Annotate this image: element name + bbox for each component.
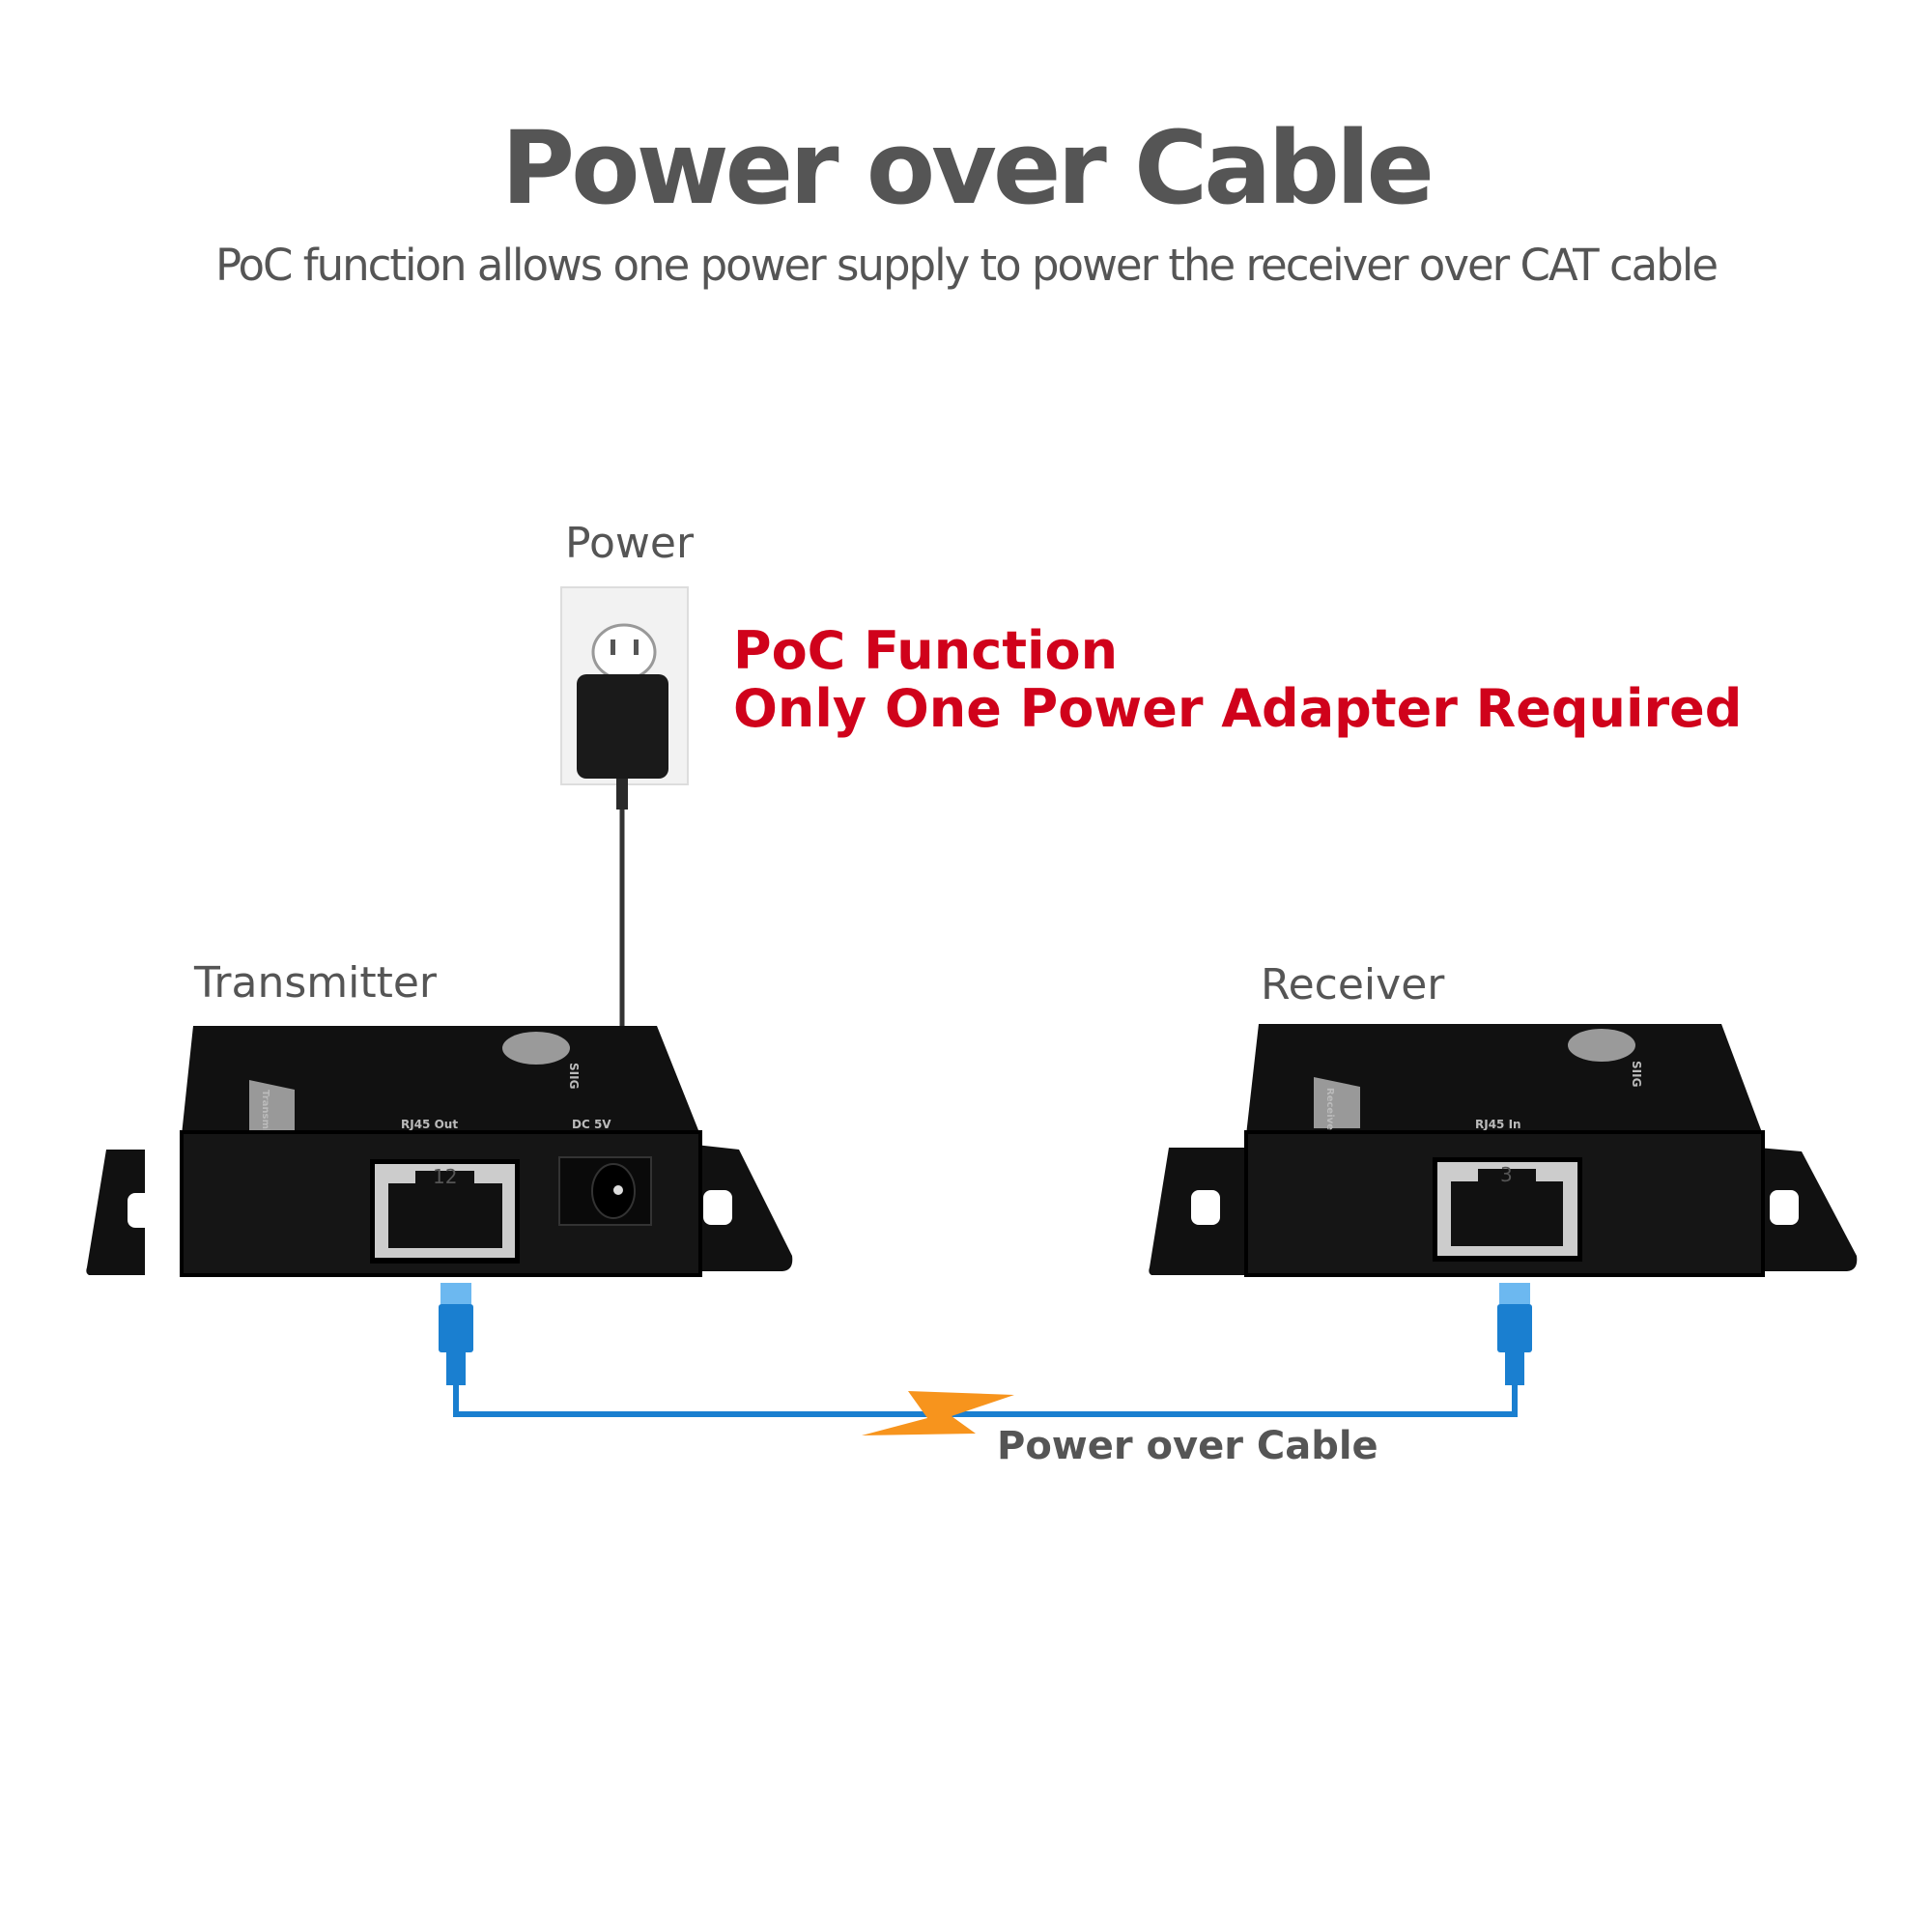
rj45-out-port: 12 <box>370 1159 520 1264</box>
transmitter-device: SIIG Transmitter RJ45 Out DC 5V 12 <box>86 1026 793 1277</box>
rj45-plug-icon-left <box>439 1283 473 1385</box>
power-label: Power <box>565 519 695 568</box>
receiver-label: Receiver <box>1261 960 1445 1009</box>
cat-cable <box>439 1283 1532 1417</box>
rj45-in-port: 3 <box>1433 1157 1582 1262</box>
receiver-brand-logo: SIIG <box>1630 1061 1643 1087</box>
poc-callout-line2: Only One Power Adapter Required <box>733 678 1742 739</box>
receiver-side-tag: Receiver <box>1324 1088 1335 1135</box>
receiver-device: SIIG Receiver RJ45 In 3 <box>1149 1024 1858 1277</box>
lightning-bolt-icon <box>862 1391 1014 1435</box>
transmitter-port-label: RJ45 Out <box>401 1118 458 1131</box>
transmitter-side-tag: Transmitter <box>260 1090 270 1153</box>
page-title: Power over Cable <box>501 109 1431 227</box>
receiver-port-label: RJ45 In <box>1475 1118 1521 1131</box>
page-subtitle: PoC function allows one power supply to … <box>215 240 1717 291</box>
dc-jack <box>558 1156 652 1226</box>
transmitter-brand-logo: SIIG <box>567 1063 581 1089</box>
poc-callout-line1: PoC Function <box>733 620 1118 681</box>
receiver-port-number: 3 <box>1500 1163 1513 1186</box>
transmitter-dc-label: DC 5V <box>572 1118 611 1131</box>
transmitter-label: Transmitter <box>193 958 438 1008</box>
transmitter-port-number: 12 <box>433 1165 457 1188</box>
cable-label: Power over Cable <box>997 1424 1378 1468</box>
rj45-plug-icon-right <box>1497 1283 1532 1385</box>
